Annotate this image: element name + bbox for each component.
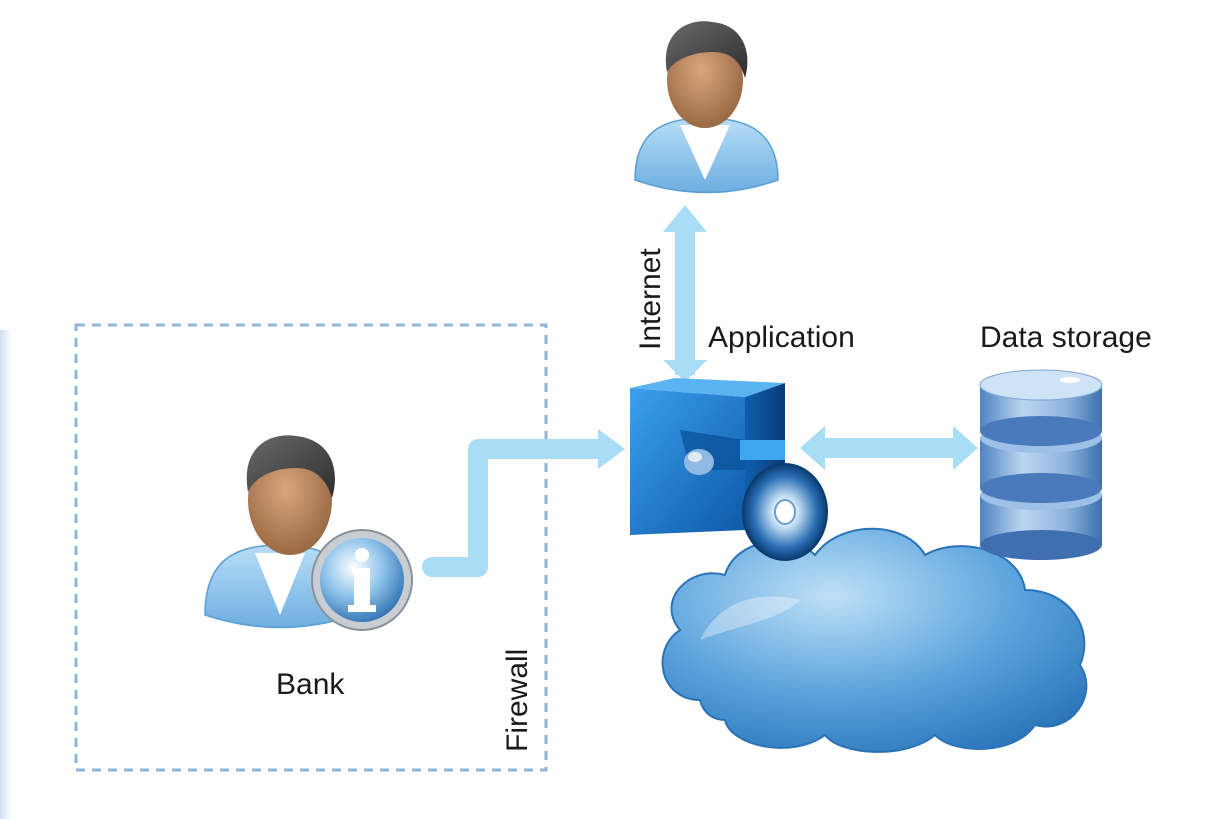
internet-label: Internet (634, 248, 667, 350)
application-label: Application (708, 321, 855, 354)
bank-user-icon (204, 435, 413, 631)
remote-user-icon (634, 21, 779, 194)
internet-double-arrow (663, 205, 707, 382)
info-badge-icon (311, 529, 413, 631)
left-edge-gradient (0, 330, 12, 819)
cloud-icon (661, 527, 1088, 753)
cd-disc-icon (742, 463, 828, 561)
storage-double-arrow (800, 426, 978, 470)
bank-to-application-arrow (422, 429, 625, 577)
database-icon (979, 369, 1103, 560)
firewall-label: Firewall (501, 648, 534, 752)
bank-label: Bank (276, 668, 345, 701)
data-storage-label: Data storage (980, 321, 1152, 354)
software-box-icon (630, 378, 828, 561)
firewall-boundary (74, 323, 548, 772)
